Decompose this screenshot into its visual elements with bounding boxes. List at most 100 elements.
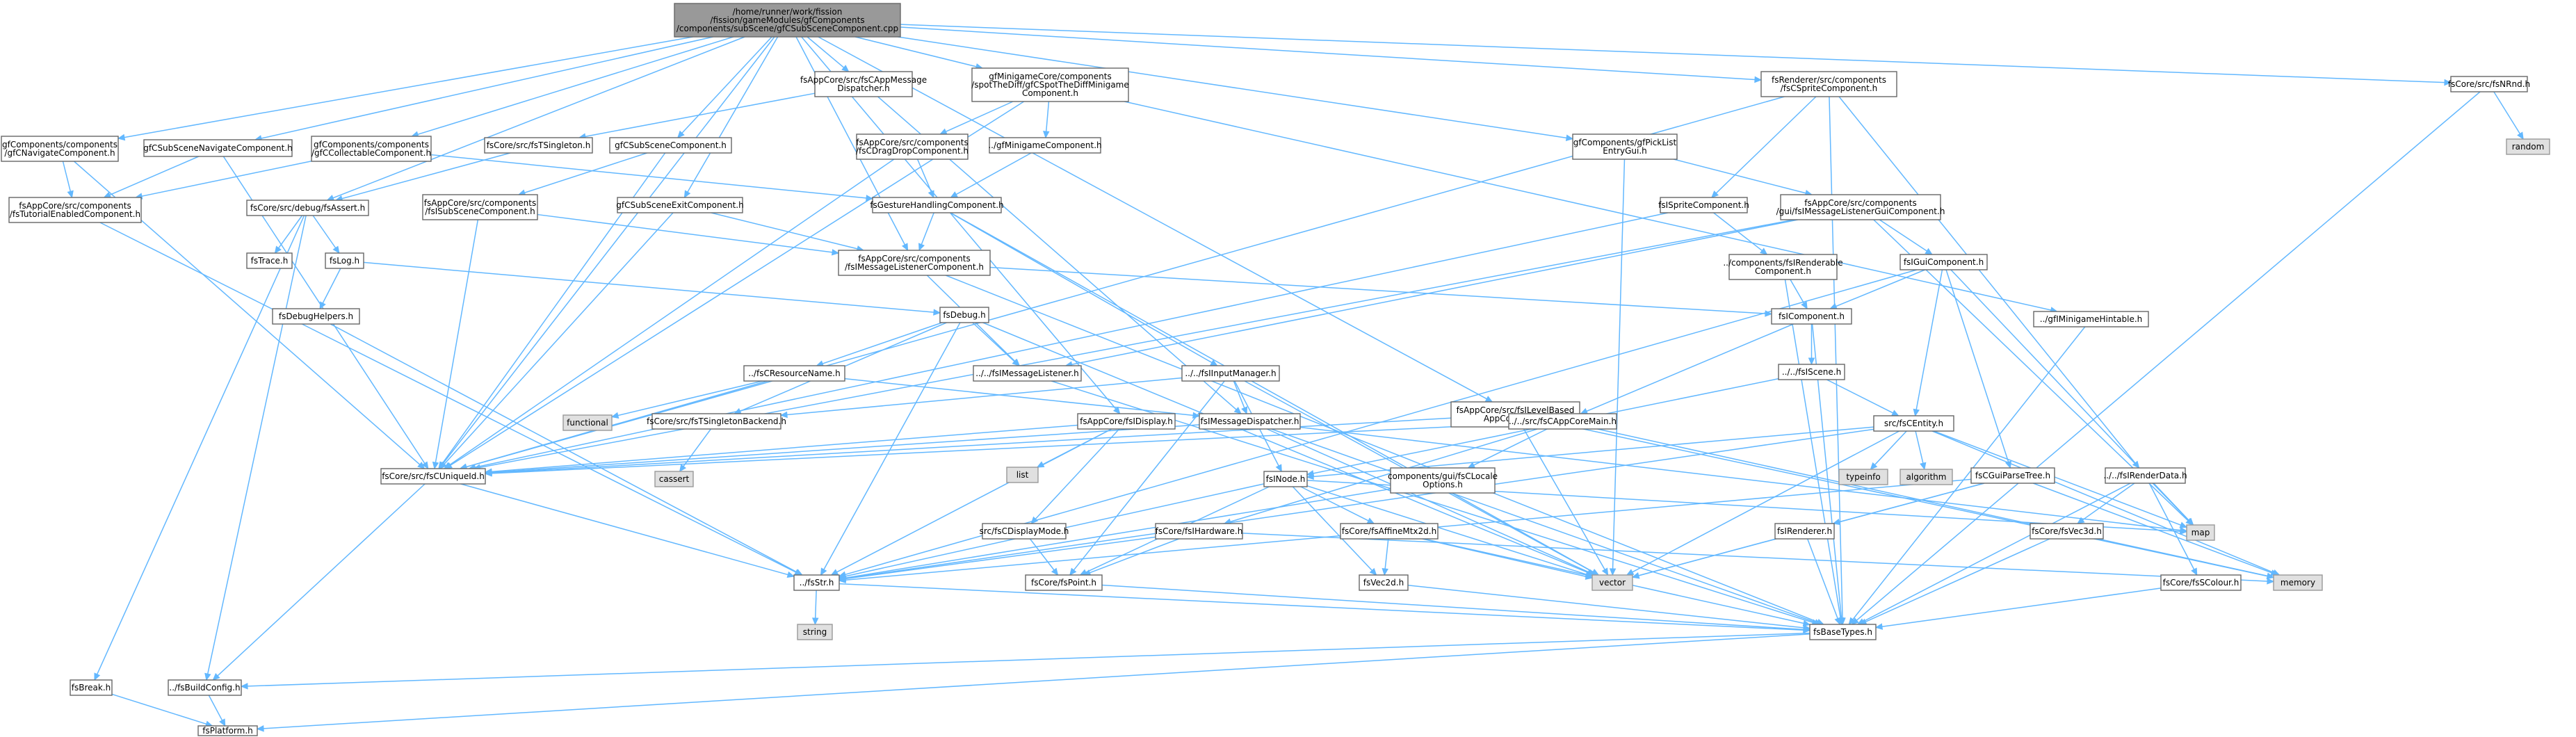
node-box (1809, 624, 1877, 640)
node-break[interactable]: fsBreak.h (70, 679, 113, 696)
node-vec2d[interactable]: fsVec2d.h (1359, 574, 1409, 591)
node-hardware[interactable]: fsCore/fsIHardware.h (1155, 523, 1243, 540)
edge-locale-to-str (845, 488, 1391, 578)
node-trace[interactable]: fsTrace.h (246, 252, 293, 269)
edge-root-to-appMsgDisp (807, 36, 845, 68)
edge-log-to-debug (363, 261, 934, 313)
node-box (484, 137, 593, 154)
node-box (1774, 523, 1835, 540)
node-msgListComp[interactable]: fsAppCore/src/components/fsIMessageListe… (838, 250, 991, 276)
edge-appMsgDisp-to-tsingleton (585, 92, 816, 138)
arrowhead-hardware-to-memory (2267, 578, 2275, 585)
arrowhead-iDisplay-to-str (830, 569, 839, 576)
node-label: /gui/fsIMessageListenerGuiComponent.h (1776, 206, 1945, 216)
node-singletonBackend[interactable]: fsCore/src/fsTSingletonBackend.h (647, 413, 786, 430)
arrowhead-singletonBackend-to-cassert (679, 464, 687, 472)
node-str[interactable]: ../fsStr.h (793, 574, 840, 591)
node-root[interactable]: /home/runner/work/fission/fission/gameMo… (674, 3, 901, 38)
node-gesture[interactable]: fsGestureHandlingComponent.h (870, 197, 1004, 213)
node-iNode[interactable]: fsINode.h (1263, 471, 1308, 487)
node-label: ../fsStr.h (800, 578, 834, 588)
node-tsingleton[interactable]: fsCore/src/fsTSingleton.h (484, 137, 593, 154)
node-renderData[interactable]: ../../fsIRenderData.h (2103, 467, 2187, 484)
node-dragDrop[interactable]: fsAppCore/src/components/fsCDragDropComp… (856, 133, 969, 160)
arrowhead-renderable-to-iComponent (1801, 301, 1808, 310)
node-box (2186, 524, 2215, 541)
edge-hintable-to-baseTypes (1852, 326, 2086, 620)
node-box (1760, 71, 1897, 97)
node-msgDispatcher[interactable]: fsIMessageDispatcher.h (1199, 413, 1301, 430)
node-buildConfig[interactable]: ../fsBuildConfig.h (168, 679, 242, 696)
node-iSprite[interactable]: fsISpriteComponent.h (1658, 197, 1749, 213)
node-parseTree[interactable]: fsCGuiParseTree.h (1970, 467, 2055, 484)
node-hintable[interactable]: ../gfIMinigameHintable.h (2033, 311, 2149, 327)
node-fsSubScene[interactable]: fsAppCore/src/components/fsISubSceneComp… (422, 194, 538, 220)
arrowhead-appMsgDisp-to-msgDispatcher (1233, 407, 1242, 414)
node-tutorial[interactable]: fsAppCore/src/components/fsTutorialEnabl… (8, 197, 142, 223)
node-msgListGui[interactable]: fsAppCore/src/components/gui/fsIMessageL… (1776, 194, 1945, 220)
node-label: /fsIMessageListenerComponent.h (845, 262, 984, 272)
node-iScene[interactable]: ../../fsIScene.h (1778, 364, 1845, 380)
node-vec3d[interactable]: fsCore/fsVec3d.h (2030, 523, 2104, 540)
node-displayMode[interactable]: src/fsCDisplayMode.h (980, 523, 1069, 540)
node-appCoreMain[interactable]: ../../src/fsCAppCoreMain.h (1508, 413, 1617, 430)
edge-levelBased-to-uniqueId (491, 417, 1452, 473)
node-resName[interactable]: ../fsCResourceName.h (743, 365, 845, 382)
arrowhead-uniqueId-to-buildConfig (212, 673, 220, 681)
arrowhead-inputMgr-to-singletonBackend (779, 411, 788, 419)
node-spotDiff[interactable]: gfMinigameCore/components/spotTheDiff/gf… (971, 67, 1129, 102)
node-box (971, 67, 1129, 102)
node-box (2273, 574, 2323, 591)
node-assert[interactable]: fsCore/src/debug/fsAssert.h (246, 200, 369, 216)
edge-assert-to-trace (278, 215, 303, 249)
edge-spotDiff-to-gfMinigame (1045, 101, 1050, 132)
node-box (2030, 523, 2104, 540)
node-box (1, 136, 119, 162)
node-box (272, 308, 360, 325)
node-box (1728, 254, 1838, 280)
node-debug[interactable]: fsDebug.h (939, 307, 989, 323)
node-renderer[interactable]: fsIRenderer.h (1774, 523, 1835, 540)
node-iDisplay[interactable]: fsAppCore/fsIDisplay.h (1077, 413, 1176, 430)
arrowhead-renderer-to-baseTypes (1834, 617, 1841, 626)
node-inputMgr[interactable]: ../../fsIInputManager.h (1181, 365, 1280, 382)
node-label: random (2512, 142, 2545, 152)
arrowhead-iComponent-to-appCoreMain (1580, 407, 1589, 414)
node-subSceneComp[interactable]: gfCSubSceneComponent.h (609, 137, 732, 154)
node-iComponent[interactable]: fsIComponent.h (1771, 308, 1852, 325)
node-debugHelpers[interactable]: fsDebugHelpers.h (272, 308, 360, 325)
node-guiComp[interactable]: fsIGuiComponent.h (1899, 254, 1988, 270)
node-gfMinigame[interactable]: ../gfMinigameComponent.h (988, 137, 1102, 154)
node-label: fsAppCore/src/components (19, 201, 131, 211)
edge-renderable-to-iComponent (1790, 279, 1805, 304)
node-exitComp[interactable]: gfCSubSceneExitComponent.h (616, 197, 744, 213)
edge-renderData-to-map (2152, 483, 2189, 521)
node-msgListener[interactable]: ../../fsIMessageListener.h (973, 365, 1082, 382)
node-rnd[interactable]: fsCore/src/fsNRnd.h (2448, 76, 2530, 92)
arrowhead-entity-to-iNode (1306, 473, 1314, 480)
node-affine[interactable]: fsCore/fsAffineMtx2d.h (1340, 523, 1439, 540)
node-box (797, 624, 833, 640)
node-label: ../../fsIScene.h (1782, 367, 1841, 377)
edge-rnd-to-random (2493, 91, 2521, 134)
node-baseTypes[interactable]: fsBaseTypes.h (1809, 624, 1877, 640)
node-gfSubNav[interactable]: gfCSubSceneNavigateComponent.h (143, 139, 293, 157)
node-box (143, 139, 293, 157)
edge-exitComp-to-msgListComp (711, 212, 858, 250)
edge-gfSubNav-to-tutorial (109, 156, 200, 196)
node-gfNav[interactable]: gfComponents/components/gfCNavigateCompo… (1, 136, 119, 162)
node-platform[interactable]: fsPlatform.h (197, 725, 258, 736)
node-point[interactable]: fsCore/fsPoint.h (1025, 574, 1103, 591)
node-box (1199, 413, 1301, 430)
node-log[interactable]: fsLog.h (325, 252, 364, 269)
node-sprite[interactable]: fsRenderer/src/components/fsCSpriteCompo… (1760, 71, 1897, 97)
node-colour[interactable]: fsCore/fsSColour.h (2160, 574, 2242, 591)
node-gfCollect[interactable]: gfComponents/components/gfCCollectableCo… (311, 136, 432, 162)
node-entity[interactable]: src/fsCEntity.h (1873, 415, 1954, 432)
node-uniqueId[interactable]: fsCore/src/fsCUniqueId.h (380, 468, 486, 485)
edge-assert-to-buildConfig (207, 215, 307, 674)
